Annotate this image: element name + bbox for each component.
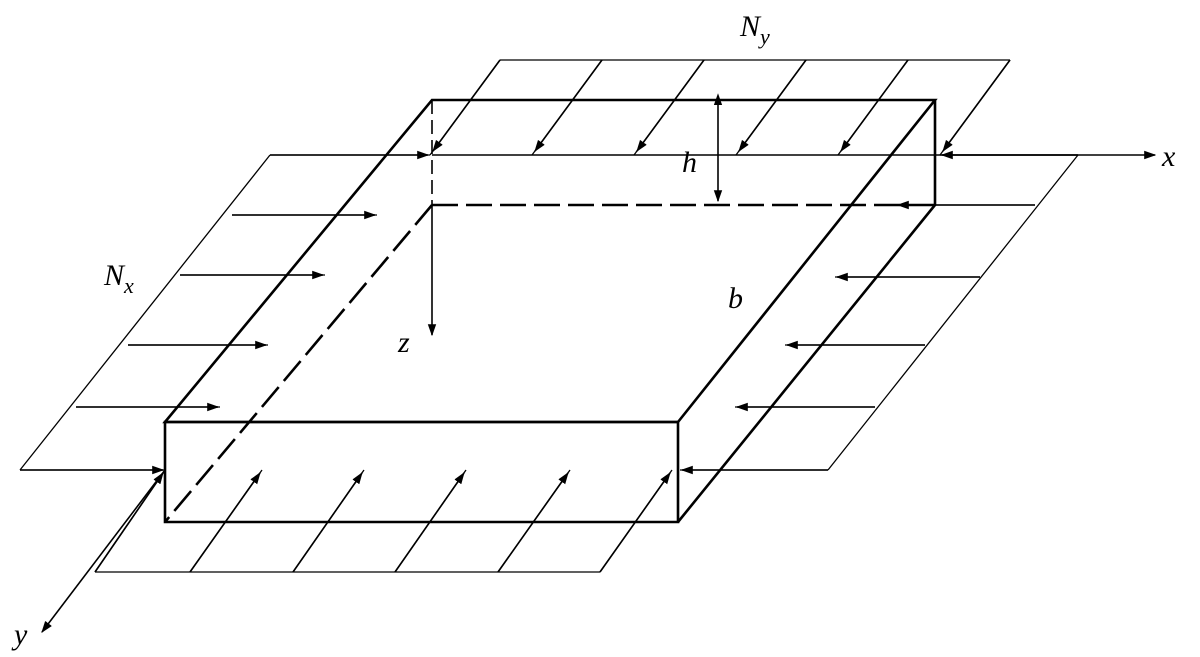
plate (162, 98, 938, 524)
y-axis (41, 469, 166, 633)
ny-back-load-grid (429, 59, 1011, 156)
x-axis-label: x (1161, 140, 1176, 173)
hidden-edge-left (164, 204, 433, 523)
nx-load-label: Nx (103, 259, 134, 298)
axes (41, 150, 1157, 633)
width-label: b (728, 282, 743, 315)
plate-top-face (162, 98, 938, 424)
y-axis-label: y (11, 618, 28, 651)
plate-front-face (163, 420, 680, 524)
plate-right-face (676, 100, 937, 523)
ny-front-load-grid (94, 469, 673, 573)
z-axis-label: z (397, 326, 410, 359)
nx-left-load-grid (19, 150, 430, 475)
thickness-label: h (682, 146, 697, 179)
ny-load-label: Ny (739, 10, 770, 49)
